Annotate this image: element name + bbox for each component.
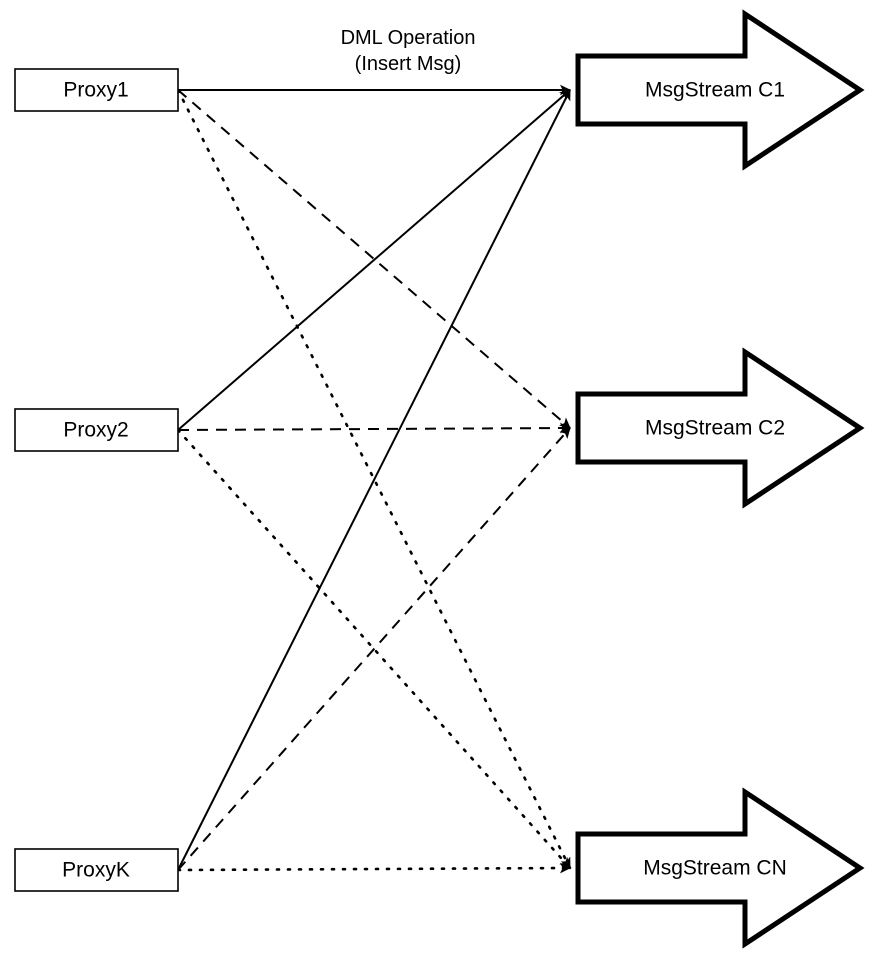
proxy-label-proxy2: Proxy2: [63, 419, 128, 442]
stream-label-stream_c1: MsgStream C1: [645, 79, 785, 102]
link-p1-c2: [177, 89, 571, 429]
stream-label-stream_c2: MsgStream C2: [645, 417, 785, 440]
proxy-box-proxyk[interactable]: [14, 848, 179, 892]
proxy-box-proxy1[interactable]: [14, 68, 179, 112]
edge-label-insert-msg: (Insert Msg): [355, 53, 462, 75]
stream-group: MsgStream C1 MsgStream C2 MsgStream CN: [575, 9, 865, 949]
stream-node-stream_cn[interactable]: MsgStream CN: [575, 787, 865, 949]
link-p1-cn: [176, 88, 572, 870]
proxy-node-proxyk[interactable]: ProxyK: [14, 848, 179, 892]
proxy-node-proxy1[interactable]: Proxy1: [14, 68, 179, 112]
link-pk-c2: [177, 427, 571, 871]
stream-arrow-shape-stream_cn[interactable]: [575, 787, 865, 949]
link-p2-c2: [177, 422, 571, 434]
link-group: [176, 84, 572, 874]
proxy-box-proxy2[interactable]: [14, 408, 179, 452]
stream-node-stream_c2[interactable]: MsgStream C2: [575, 347, 865, 509]
edge-label-dml-operation: DML Operation: [341, 27, 476, 49]
link-p2-cn: [176, 428, 572, 870]
proxy-label-proxy1: Proxy1: [63, 79, 128, 102]
stream-arrow-shape-stream_c2[interactable]: [575, 347, 865, 509]
stream-label-stream_cn: MsgStream CN: [643, 857, 787, 880]
stream-node-stream_c1[interactable]: MsgStream C1: [575, 9, 865, 171]
link-pk-c1: [177, 89, 571, 871]
proxy-label-proxyk: ProxyK: [62, 859, 130, 882]
proxy-node-proxy2[interactable]: Proxy2: [14, 408, 179, 452]
link-pk-cn: [176, 862, 572, 874]
link-p2-c1: [177, 89, 571, 431]
stream-arrow-shape-stream_c1[interactable]: [575, 9, 865, 171]
